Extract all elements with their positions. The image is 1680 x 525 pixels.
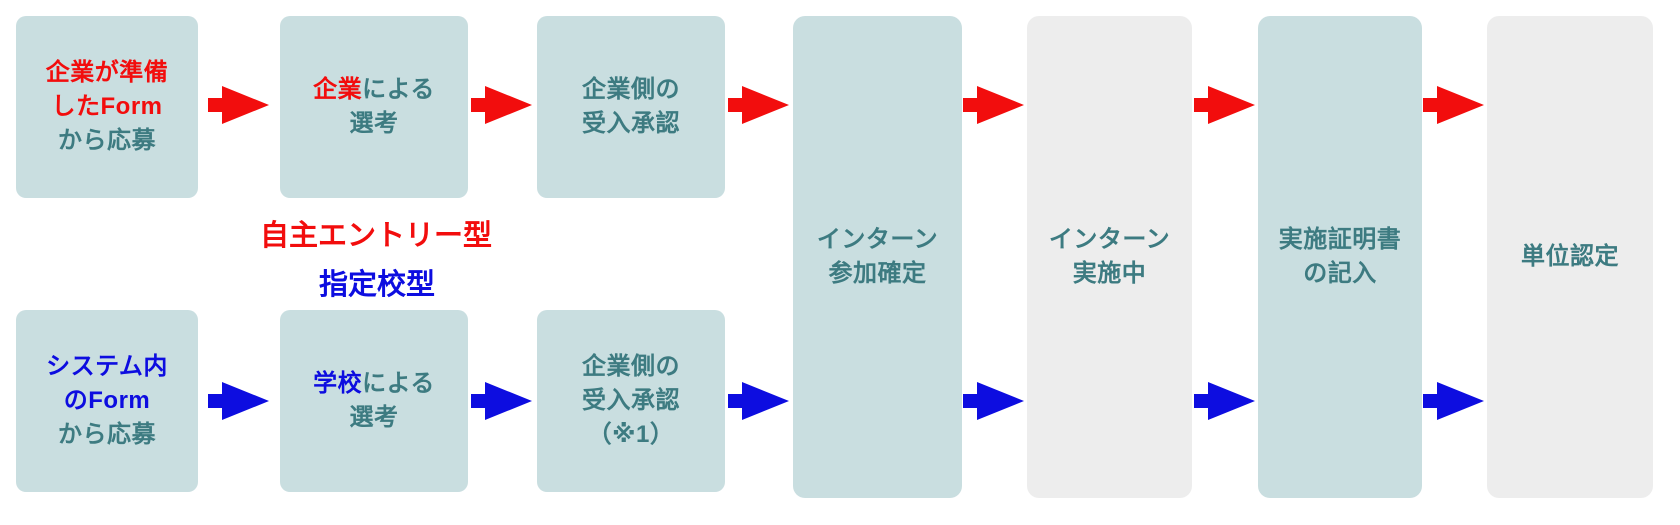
step-line: 企業による <box>313 73 435 107</box>
step-line: 企業が準備 <box>45 58 169 86</box>
label-self-entry-type: 自主エントリー型 <box>259 220 493 252</box>
label-designated-school-type: 指定校型 <box>318 269 436 301</box>
step-line: 選考 <box>349 110 399 137</box>
step-line: 単位認定 <box>1521 242 1619 270</box>
arrow-right-icon <box>1423 381 1485 421</box>
arrow-right-icon <box>963 85 1025 125</box>
step-line-emphasis: 企業 <box>313 75 363 103</box>
step-line: 受入承認 <box>582 386 680 414</box>
arrow-right-icon <box>1194 85 1256 125</box>
step-line: 企業側の <box>582 352 680 380</box>
arrow-right-icon <box>208 85 270 125</box>
step-line: から応募 <box>58 127 156 155</box>
arrow-right-icon <box>471 85 533 125</box>
arrow-right-icon <box>1423 85 1485 125</box>
step-line-rest: による <box>362 75 435 103</box>
step-company-acceptance-note: 企業側の 受入承認 （※1） <box>537 310 725 492</box>
step-line: したForm <box>51 92 163 120</box>
step-company-form-apply: 企業が準備 したForm から応募 <box>16 16 198 198</box>
step-line: （※1） <box>587 421 675 449</box>
arrow-right-icon <box>1194 381 1256 421</box>
step-line: 参加確定 <box>828 260 927 287</box>
arrow-right-icon <box>728 381 790 421</box>
step-line: 実施証明書 <box>1278 225 1402 253</box>
step-system-form-apply: システム内 のForm から応募 <box>16 310 198 492</box>
arrow-right-icon <box>471 381 533 421</box>
step-internship-confirmed: インターン 参加確定 <box>793 16 962 498</box>
step-line: 学校による <box>313 367 435 401</box>
step-company-selection: 企業による 選考 <box>280 16 468 198</box>
step-line: 企業側の <box>582 75 680 103</box>
step-company-acceptance: 企業側の 受入承認 <box>537 16 725 198</box>
arrow-right-icon <box>963 381 1025 421</box>
step-credit-certification: 単位認定 <box>1487 16 1653 498</box>
step-line: 選考 <box>349 404 399 431</box>
step-internship-ongoing: インターン 実施中 <box>1027 16 1192 498</box>
step-line: インターン <box>816 225 939 253</box>
step-line: の記入 <box>1303 260 1377 287</box>
step-school-selection: 学校による 選考 <box>280 310 468 492</box>
step-line-emphasis: 学校 <box>313 369 363 397</box>
arrow-right-icon <box>208 381 270 421</box>
step-certificate-entry: 実施証明書 の記入 <box>1258 16 1422 498</box>
step-line-rest: による <box>362 369 435 397</box>
step-line: インターン <box>1048 225 1171 253</box>
step-line: 受入承認 <box>582 110 680 137</box>
step-line: 実施中 <box>1072 260 1147 287</box>
step-line: システム内 <box>46 352 168 380</box>
step-line: から応募 <box>58 421 156 449</box>
arrow-right-icon <box>728 85 790 125</box>
step-line: のForm <box>63 386 151 414</box>
